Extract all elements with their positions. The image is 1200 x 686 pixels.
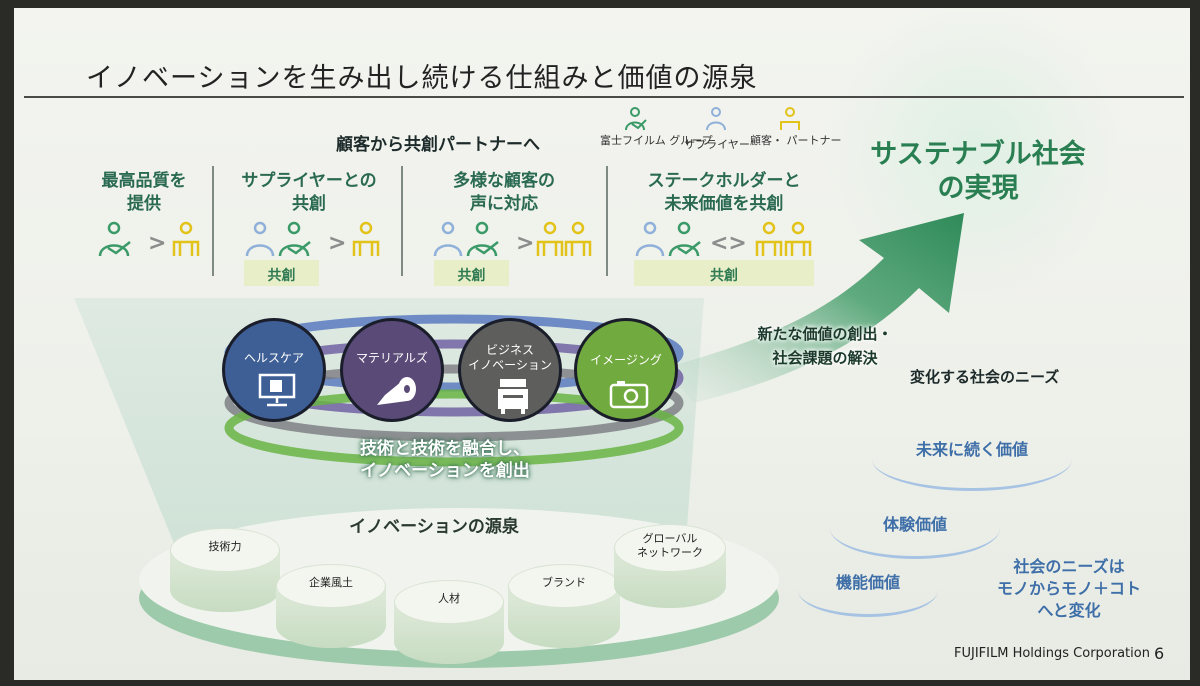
sustainable-society-goal: サステナブル社会 の実現 [870, 139, 1086, 204]
column-2-heading: サプライヤーとの 共創 [241, 171, 377, 214]
customer-person-icon [564, 221, 592, 256]
cylinder-top [614, 524, 726, 572]
source-cylinder-people: 人材 [394, 580, 504, 664]
title-divider [24, 96, 1184, 98]
column-4-heading: ステークホルダーと 未来価値を共創 [647, 171, 801, 214]
column-1-heading: 最高品質を 提供 [101, 171, 187, 214]
column-divider [401, 166, 403, 276]
needs-arc-experience [830, 498, 1000, 559]
business-label: ヘルスケア [243, 351, 304, 365]
business-circle-materials: マテリアルズ [340, 318, 444, 422]
supplier-person-icon [433, 221, 463, 257]
needs-level-functional: 機能価値 [835, 573, 900, 592]
copier-icon [498, 379, 528, 414]
customer-person-icon [172, 221, 200, 256]
arrow-gt-icon: > [148, 231, 166, 256]
column-3-heading: 多様な顧客の 声に対応 [453, 171, 555, 214]
source-item-label: グローバル ネットワーク [637, 532, 703, 559]
source-cylinder-culture: 企業風土 [276, 564, 386, 648]
goal-glow [824, 8, 1124, 298]
monitor-icon [258, 373, 296, 407]
fujifilm-person-icon [98, 221, 131, 257]
column-4-icons: <> [635, 221, 812, 257]
customer-person-icon [755, 221, 783, 256]
needs-title: 変化する社会のニーズ [910, 368, 1060, 386]
page-title: イノベーションを生み出し続ける仕組みと価値の源泉 [86, 63, 758, 94]
slide: イノベーションを生み出し続ける仕組みと価値の源泉 富士フイルム グループ サプラ… [14, 8, 1190, 680]
needs-note: 社会のニーズは モノからモノ＋コト へと変化 [996, 557, 1141, 620]
customer-person-icon [784, 221, 812, 256]
needs-level-experience: 体験価値 [882, 515, 947, 534]
source-cylinder-technology: 技術力 [170, 528, 280, 612]
legend-fujifilm-label: 富士フイルム グループ [600, 134, 713, 147]
page-number: 6 [1154, 644, 1165, 663]
column-1-icons: > [98, 221, 200, 257]
kyoso-highlight [634, 260, 814, 286]
fujifilm-person-icon [625, 107, 647, 131]
column-2-icons: > [245, 221, 380, 257]
cylinder-top [394, 580, 504, 624]
fujifilm-person-icon [668, 221, 701, 257]
double-arrow-icon: <> [710, 231, 747, 256]
needs-level-future: 未来に続く価値 [915, 440, 1028, 459]
customer-person-icon [352, 221, 380, 256]
column-divider [606, 166, 608, 276]
source-cylinder-brand: ブランド [508, 564, 620, 648]
arrow-gt-icon: > [328, 231, 346, 256]
cylinder-top [276, 564, 386, 608]
camera-icon [609, 381, 649, 409]
customer-person-icon [780, 107, 800, 130]
film-roll-icon [377, 377, 416, 405]
source-item-label: ブランド [542, 576, 586, 589]
fujifilm-person-icon [278, 221, 311, 257]
growth-arrow [664, 213, 964, 403]
fusion-text: 技術と技術を融合し、 イノベーションを創出 [360, 439, 530, 481]
column-3-kyoso-label: 共創 [457, 268, 486, 284]
legend-supplier-label: サプライヤー [684, 138, 750, 151]
supplier-person-icon [635, 221, 665, 257]
column-2-kyoso-label: 共創 [267, 268, 296, 284]
footer-company: FUJIFILM Holdings Corporation [954, 646, 1150, 661]
column-divider [212, 166, 214, 276]
needs-arc-future [872, 428, 1072, 491]
supplier-person-icon [245, 221, 275, 257]
cylinder-top [170, 528, 280, 572]
co-creation-heading: 顧客から共創パートナーへ [336, 135, 540, 155]
cylinder-top [508, 564, 620, 608]
source-item-label: 企業風土 [309, 576, 353, 589]
arrow-gt-icon: > [516, 231, 534, 256]
source-cylinder-global-network: グローバル ネットワーク [614, 524, 726, 608]
business-label: マテリアルズ [356, 351, 428, 365]
legend-customer-label: 顧客・ パートナー [750, 134, 842, 147]
customer-person-icon [536, 221, 564, 256]
business-circle-business-innovation: ビジネス イノベーション [458, 318, 562, 422]
value-creation-text: 新たな価値の創出・ 社会課題の解決 [757, 325, 893, 367]
business-label: イメージング [590, 353, 662, 367]
kyoso-highlight [244, 260, 319, 286]
column-3-icons: > [433, 221, 592, 257]
supplier-person-icon [706, 107, 726, 131]
business-circle-imaging: イメージング [574, 318, 678, 422]
source-item-label: 技術力 [208, 540, 242, 553]
needs-arc-functional [798, 564, 938, 617]
innovation-source-title: イノベーションの源泉 [349, 517, 519, 537]
source-item-label: 人材 [438, 592, 460, 605]
business-label: ビジネス イノベーション [468, 343, 552, 372]
kyoso-highlight [434, 260, 509, 286]
column-4-kyoso-label: 共創 [710, 268, 738, 284]
business-circle-healthcare: ヘルスケア [222, 318, 326, 422]
fujifilm-person-icon [466, 221, 499, 257]
